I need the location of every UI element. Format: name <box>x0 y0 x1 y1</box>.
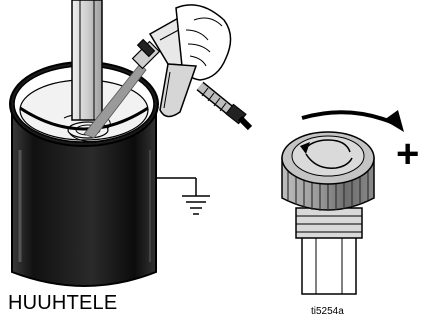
filter-cap-icon <box>282 132 374 294</box>
figure-caption: HUUHTELE <box>8 292 117 315</box>
tighten-arrow-icon <box>302 110 404 132</box>
pump-tube-icon <box>72 0 102 120</box>
figure-reference-code: ti5254a <box>311 306 344 317</box>
ground-symbol-icon <box>156 178 210 214</box>
tighten-plus-symbol: + <box>396 134 419 174</box>
